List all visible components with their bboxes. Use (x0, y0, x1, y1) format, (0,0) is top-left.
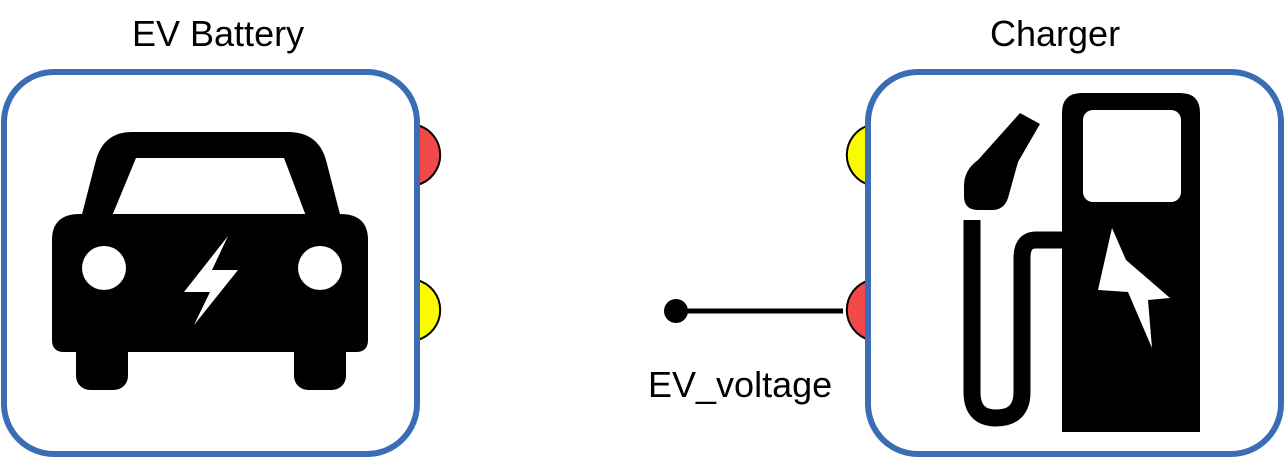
ev-voltage-endpoint[interactable] (664, 299, 688, 323)
ev-voltage-connection[interactable] (664, 299, 843, 323)
ev-voltage-label: EV_voltage (648, 364, 833, 405)
ev-charging-station-icon (963, 93, 1200, 432)
electric-car-icon (52, 132, 368, 390)
ev-battery-title: EV Battery (132, 13, 305, 54)
battery-output-port-red[interactable] (416, 123, 442, 187)
ev-battery-block[interactable] (1, 69, 420, 457)
charger-output-port-red[interactable] (845, 278, 871, 342)
battery-input-port-yellow[interactable] (416, 278, 442, 342)
charger-title: Charger (990, 13, 1121, 54)
charger-input-port-yellow[interactable] (845, 123, 871, 187)
charger-block[interactable] (865, 69, 1284, 457)
